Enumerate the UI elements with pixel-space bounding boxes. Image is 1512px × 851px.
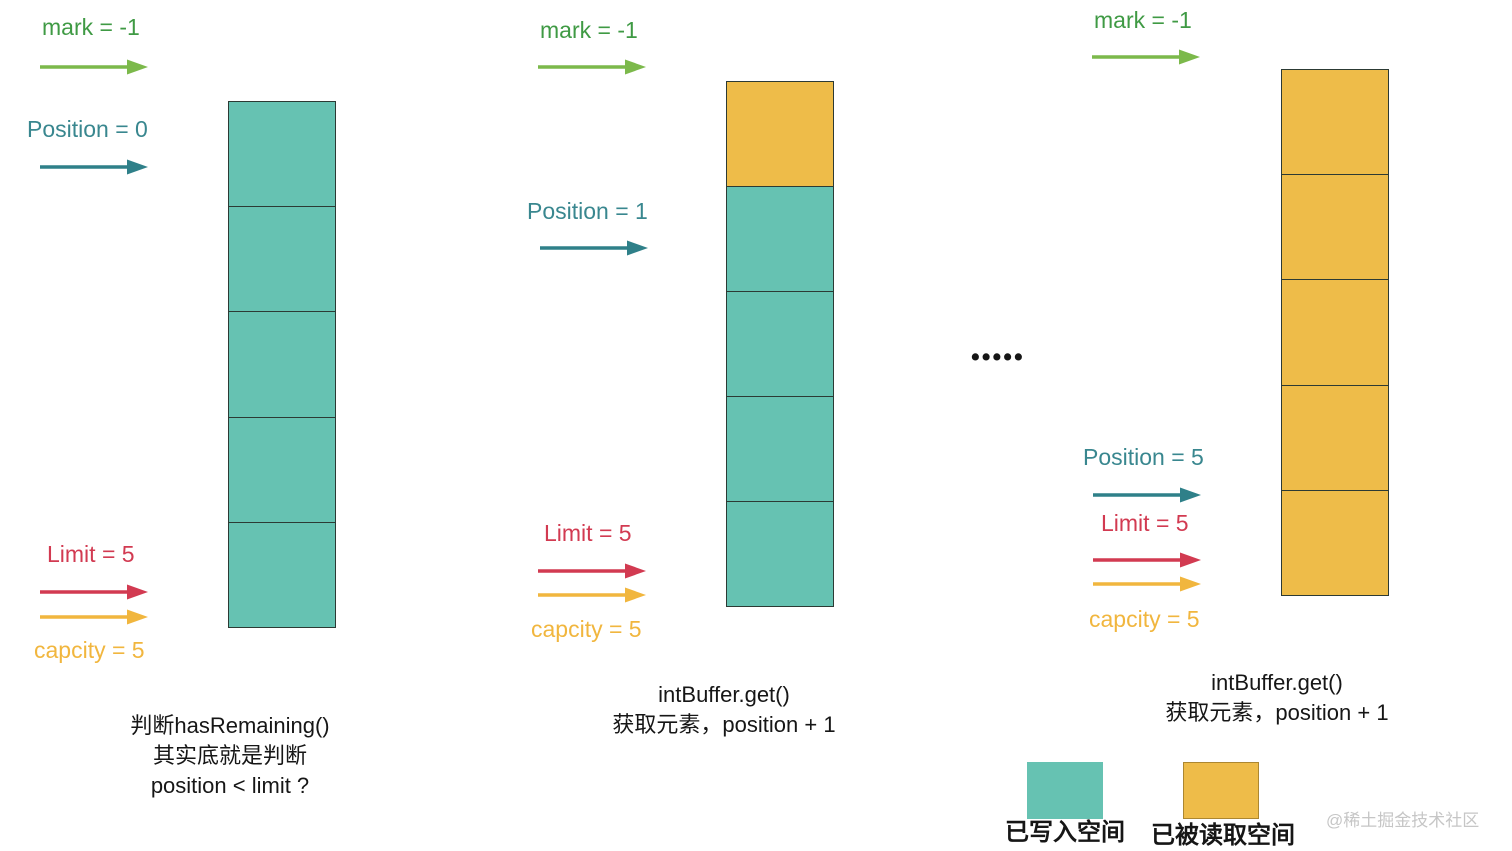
caption-line: 判断hasRemaining() (130, 713, 330, 738)
caption-line: 获取元素，position + 1 (1165, 700, 1389, 725)
buffer-cell-written (229, 416, 335, 522)
mark-arrow-icon (40, 59, 148, 75)
capacity-label: capcity = 5 (1089, 606, 1200, 632)
limit-arrow-icon (40, 584, 148, 600)
legend-swatch-written (1027, 762, 1103, 819)
legend-label-read: 已被读取空间 (1151, 823, 1295, 849)
capacity-arrow-icon (538, 587, 646, 603)
buffer-cell-written (727, 501, 833, 606)
position-label: Position = 1 (527, 198, 648, 224)
buffer-cell-read (727, 82, 833, 186)
ellipsis-dots: ••••• (971, 343, 1025, 371)
mark-label: mark = -1 (42, 14, 140, 40)
buffer-cell-written (727, 291, 833, 396)
position-arrow-icon (1093, 487, 1201, 503)
buffer-cell-read (1282, 70, 1388, 175)
limit-label: Limit = 5 (544, 520, 632, 546)
capacity-label: capcity = 5 (531, 616, 642, 642)
buffer-cell-written (229, 102, 335, 207)
capacity-arrow-icon (40, 609, 148, 625)
caption-line: 获取元素，position + 1 (612, 712, 836, 737)
caption-line: position < limit ? (150, 773, 310, 798)
position-label: Position = 5 (1083, 444, 1204, 470)
mark-arrow-icon (1092, 49, 1200, 65)
caption-line: intBuffer.get() (1211, 670, 1343, 695)
caption-line: intBuffer.get() (658, 682, 790, 707)
watermark: @稀土掘金技术社区 (1326, 811, 1480, 830)
buffer-cell-written (229, 521, 335, 628)
legend-label-written: 已写入空间 (1005, 820, 1125, 846)
legend-swatch-read (1183, 762, 1259, 819)
buffer-column (1281, 69, 1389, 596)
buffer-column (726, 81, 834, 607)
buffer-cell-written (727, 396, 833, 501)
limit-arrow-icon (1093, 552, 1201, 568)
buffer-cell-written (727, 186, 833, 291)
buffer-cell-written (229, 206, 335, 312)
limit-arrow-icon (538, 563, 646, 579)
position-arrow-icon (40, 159, 148, 175)
caption-line: 其实底就是判断 (152, 743, 307, 768)
limit-label: Limit = 5 (1101, 510, 1189, 536)
buffer-cell-written (229, 311, 335, 417)
buffer-cell-read (1282, 384, 1388, 490)
limit-label: Limit = 5 (47, 541, 135, 567)
buffer-cell-read (1282, 279, 1388, 385)
mark-label: mark = -1 (540, 17, 638, 43)
panel-caption: intBuffer.get() 获取元素，position + 1 (574, 680, 874, 740)
buffer-cell-read (1282, 174, 1388, 280)
capacity-arrow-icon (1093, 576, 1201, 592)
buffer-column (228, 101, 336, 628)
position-arrow-icon (540, 240, 648, 256)
mark-label: mark = -1 (1094, 7, 1192, 33)
position-label: Position = 0 (27, 116, 148, 142)
capacity-label: capcity = 5 (34, 637, 145, 663)
panel-caption: 判断hasRemaining() 其实底就是判断 position < limi… (80, 711, 380, 801)
mark-arrow-icon (538, 59, 646, 75)
buffer-cell-read (1282, 489, 1388, 596)
panel-caption: intBuffer.get() 获取元素，position + 1 (1127, 668, 1427, 728)
